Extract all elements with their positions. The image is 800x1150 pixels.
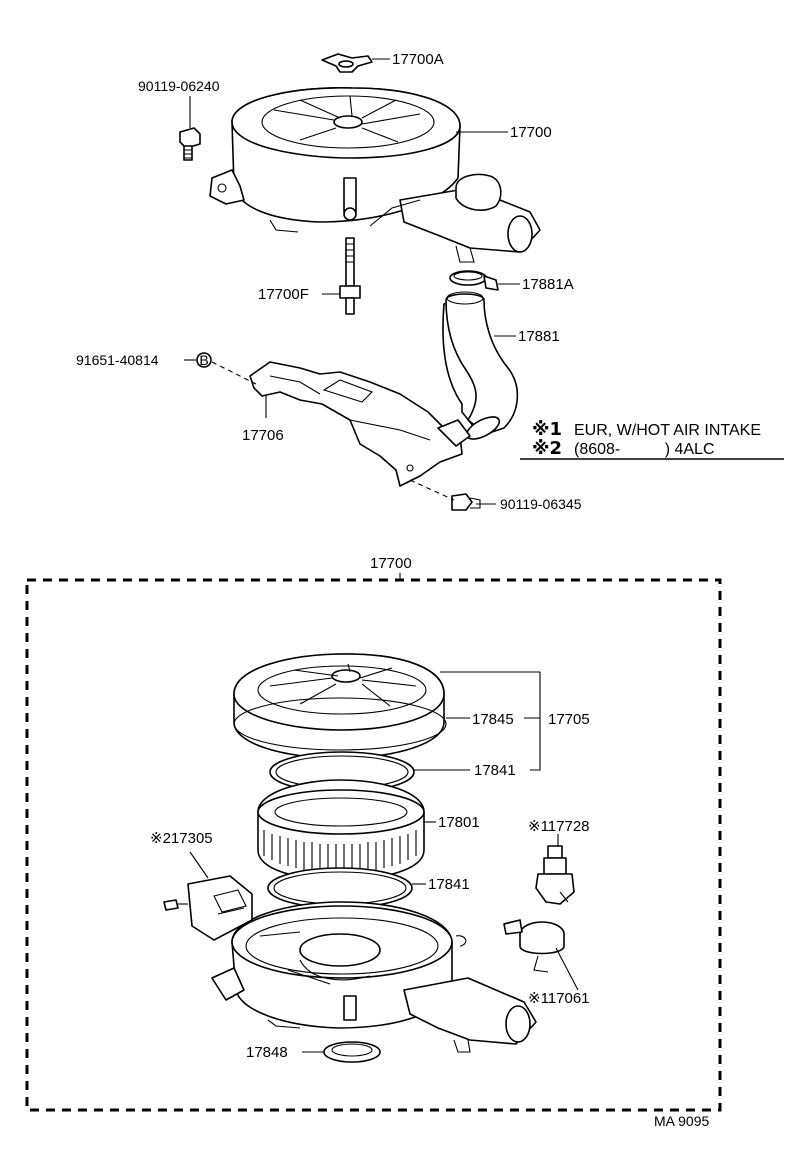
- clip-mark: B: [199, 352, 208, 368]
- valve-part: [535, 845, 575, 905]
- label-17841-lower: 17841: [428, 876, 470, 893]
- leader-motor: [555, 947, 579, 991]
- stud-part: [339, 237, 361, 315]
- figure-code: MA 9095: [654, 1113, 709, 1129]
- wing-nut-part: [321, 53, 373, 73]
- note-1-text: EUR, W/HOT AIR INTAKE: [574, 422, 761, 439]
- label-17305: ※217305: [150, 830, 213, 847]
- label-17881A: 17881A: [522, 276, 574, 293]
- notes-block: ※1 EUR, W/HOT AIR INTAKE ※2 (8608- ) 4AL…: [520, 419, 784, 460]
- leader-sensor: [189, 851, 209, 879]
- label-90119-06240: 90119-06240: [138, 78, 220, 94]
- exploded-view: 17700: [25, 555, 722, 1129]
- label-17706: 17706: [242, 427, 284, 444]
- seal-part: [323, 1041, 381, 1063]
- sensor-part: [163, 875, 253, 941]
- hose-clamp-part: [449, 270, 499, 291]
- leader-bolt-bracket-dash: [409, 479, 455, 501]
- bolt-part-bracket: [451, 493, 481, 511]
- filter-element-part: [257, 779, 425, 881]
- label-17061: ※117061: [528, 990, 590, 1007]
- label-17881: 17881: [518, 328, 560, 345]
- label-17728: ※117728: [528, 818, 590, 835]
- note-2-text: (8608- ) 4ALC: [574, 441, 715, 458]
- air-cleaner-housing: [209, 86, 541, 263]
- label-assy-header: 17700: [370, 555, 412, 572]
- label-17801: 17801: [438, 814, 480, 831]
- leader-cap-assy: [440, 671, 541, 771]
- clip-part: B: [196, 352, 212, 368]
- motor-part: [503, 919, 565, 973]
- label-17700: 17700: [510, 124, 552, 141]
- assembly-dashed-frame: [25, 578, 722, 1112]
- label-91651-40814: 91651-40814: [76, 352, 159, 368]
- label-17705: 17705: [548, 711, 590, 728]
- bolt-part-top: [179, 127, 201, 161]
- label-17700F: 17700F: [258, 286, 309, 303]
- label-17845: 17845: [472, 711, 514, 728]
- label-17841-upper: 17841: [474, 762, 516, 779]
- leader-clip: [211, 361, 257, 385]
- cap-part: [233, 653, 447, 759]
- bracket-part: [249, 361, 471, 487]
- note-1-mark: ※1: [532, 419, 562, 440]
- label-90119-06345: 90119-06345: [500, 496, 582, 512]
- intake-hose-part: [442, 291, 519, 440]
- housing-part: [211, 901, 537, 1053]
- label-17700A: 17700A: [392, 51, 444, 68]
- note-2-mark: ※2: [532, 438, 562, 459]
- label-17848: 17848: [246, 1044, 288, 1061]
- air-cleaner-assembly-drawing: B 17700A 90119-06240 17700 17881A 17700F…: [76, 51, 784, 512]
